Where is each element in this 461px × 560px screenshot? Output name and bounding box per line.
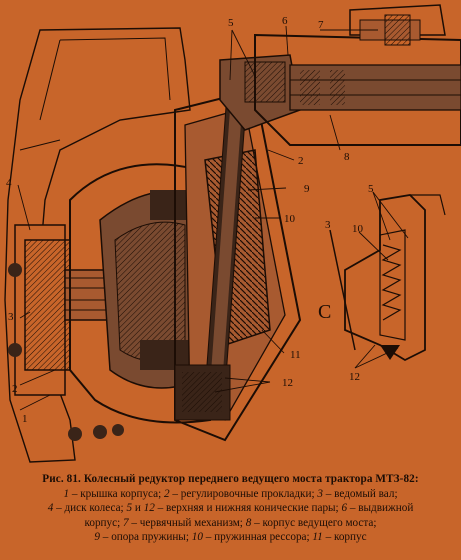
legend-num-10: 10 [191,531,203,544]
upper-bevel-pair [219,54,301,131]
callout-12: 12 [282,377,293,389]
callout-7: 7 [318,19,324,31]
caption-title: Рис. 81. Колесный редуктор переднего вед… [42,473,419,485]
legend-text-7: – червячный механизм; [128,516,246,529]
legend-text-9: – опора пружины; [100,531,192,544]
callout-5: 5 [228,17,234,29]
legend-text-11: – корпус [322,531,367,544]
callout-8: 8 [344,151,350,163]
lower-bevel-pair [174,364,231,421]
callout-6: 6 [282,15,288,27]
technical-drawing: 1 2 3 4 5 6 7 8 9 10 11 12 2 3 5 10 12 C [4,4,461,463]
legend-num-4: 4 [47,502,54,515]
legend-num-11: 11 [312,531,323,544]
figure-caption: Рис. 81. Колесный редуктор переднего вед… [0,470,461,560]
legend-num-7: 7 [123,516,129,529]
legend-num-3: 3 [317,487,323,500]
legend-num-12: 12 [143,502,155,515]
callout-4: 4 [6,177,12,189]
legend-text-6: – выдвижной [347,502,414,515]
legend-num-8: 8 [245,516,252,529]
legend-num-5: 5 [126,502,133,515]
legend-num-1: 1 [63,487,70,500]
legend-text-10: – пружинная рессора; [202,531,313,544]
callout-11: 11 [290,349,301,361]
axle-housing [254,33,461,146]
inset-callout-12: 12 [349,371,360,383]
legend-num-6: 6 [341,502,348,515]
inset-letter: C [318,301,331,323]
caption-legend: 1 – крышка корпуса; 2 – регулировочные п… [6,487,455,545]
legend-num-2: 2 [164,487,170,500]
callout-labels: 1 2 3 4 5 6 7 8 9 10 11 12 2 3 5 10 12 C [6,15,374,425]
inset-callout-5: 5 [368,183,374,195]
legend-text-6b: корпус; [84,516,123,529]
legend-num-9: 9 [94,531,100,544]
legend-text-3: – ведомый вал; [322,487,398,500]
callout-10: 10 [284,213,296,225]
inset-callout-3: 3 [325,219,331,231]
callout-1: 1 [22,413,28,425]
legend-text-4: – диск колеса; [53,502,127,515]
legend-text-2: – регулировочные прокладки; [169,487,318,500]
callout-3: 3 [8,311,14,323]
leader-lines [17,25,409,411]
inset-callout-10: 10 [352,223,364,235]
legend-text-12: – верхняя и нижняя конические пары; [154,502,342,515]
worm-mechanism [349,4,446,46]
callout-9: 9 [304,183,310,195]
legend-text-1: – крышка корпуса; [69,487,165,500]
legend-text-8: – корпус ведущего моста; [251,516,377,529]
callout-2: 2 [12,383,18,395]
inset-schematic [329,194,446,362]
callout-2-upper: 2 [298,155,304,167]
legend-text-5: и [132,502,144,515]
gear-reducer-figure: 1 2 3 4 5 6 7 8 9 10 11 12 2 3 5 10 12 C [4,4,461,463]
